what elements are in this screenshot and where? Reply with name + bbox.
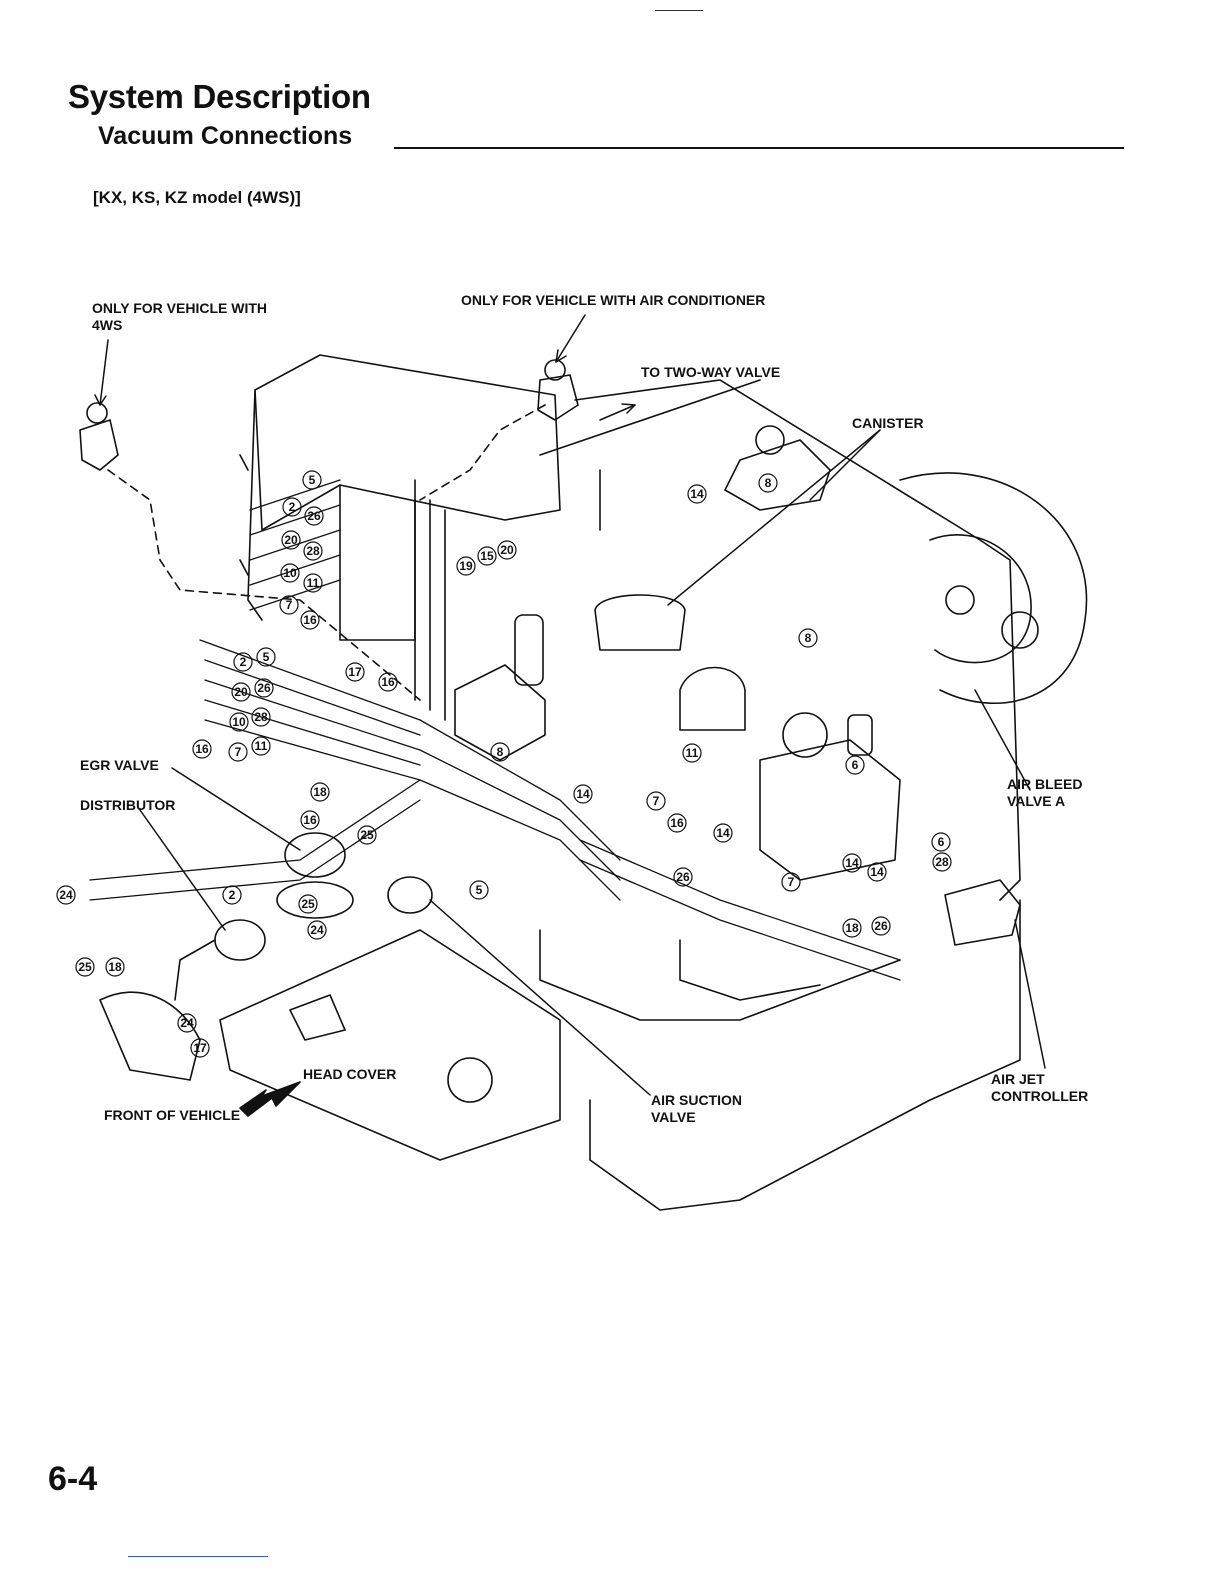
callout: 19 <box>459 559 473 573</box>
callout: 2 <box>229 888 236 902</box>
section-title: Vacuum Connections <box>98 122 353 150</box>
callout: 6 <box>852 758 859 772</box>
callout: 8 <box>765 476 772 490</box>
callout: 25 <box>360 828 374 842</box>
callout: 2 <box>289 500 296 514</box>
callout: 28 <box>254 710 268 724</box>
callout: 20 <box>500 543 514 557</box>
callout: 5 <box>309 473 316 487</box>
callout: 6 <box>938 835 945 849</box>
callout: 14 <box>870 865 884 879</box>
callout: 17 <box>348 665 362 679</box>
air-jet-controller-part <box>944 879 1021 946</box>
callout: 17 <box>193 1041 207 1055</box>
callout: 24 <box>310 923 324 937</box>
title-rule <box>394 147 1124 149</box>
callout: 10 <box>232 715 246 729</box>
callout: 7 <box>286 598 293 612</box>
label-air-jet-controller: AIR JET CONTROLLER <box>991 1071 1089 1104</box>
callout: 8 <box>497 745 504 759</box>
callout: 26 <box>257 681 271 695</box>
callout: 14 <box>690 487 704 501</box>
label-egr-valve: EGR VALVE <box>80 757 159 773</box>
callout: 28 <box>306 544 320 558</box>
callout-circles <box>56 470 952 1058</box>
distributor-part <box>174 919 266 1001</box>
label-only-4ws: ONLY FOR VEHICLE WITH 4WS <box>92 300 268 333</box>
bottom-link-rule <box>128 1556 268 1557</box>
label-canister: CANISTER <box>852 415 924 431</box>
label-head-cover: HEAD COVER <box>303 1066 397 1082</box>
callout: 16 <box>303 613 317 627</box>
callout: 5 <box>263 650 270 664</box>
label-only-ac: ONLY FOR VEHICLE WITH AIR CONDITIONER <box>461 292 766 308</box>
callout: 16 <box>195 742 209 756</box>
model-label: [KX, KS, KZ model (4WS)] <box>93 188 301 207</box>
4ws-valve <box>79 402 119 471</box>
hose-bundle <box>89 479 901 981</box>
label-air-suction-valve: AIR SUCTION VALVE <box>651 1092 742 1125</box>
callout: 26 <box>874 919 888 933</box>
dashed-ac-line <box>419 404 546 501</box>
throttle-body-assembly <box>899 472 1088 704</box>
callout: 26 <box>307 509 321 523</box>
callout: 16 <box>303 813 317 827</box>
label-air-bleed-valve-a: AIR BLEED VALVE A <box>1007 776 1083 809</box>
callout: 14 <box>576 787 590 801</box>
hose-frame <box>414 379 1021 1211</box>
callout: 24 <box>180 1016 194 1030</box>
callout: 25 <box>78 960 92 974</box>
front-of-vehicle-arrow <box>239 1081 301 1117</box>
callout: 25 <box>301 897 315 911</box>
callout: 7 <box>653 794 660 808</box>
callout: 15 <box>480 549 494 563</box>
callout: 18 <box>313 785 327 799</box>
callout: 2 <box>240 655 247 669</box>
callout: 11 <box>255 739 268 753</box>
leader-lines <box>94 314 1046 1096</box>
callout: 20 <box>284 533 298 547</box>
callout-numbers: 5 2 26 20 28 10 11 7 16 2 5 20 26 10 28 … <box>59 473 949 1055</box>
air-suction-valve-part <box>387 876 433 914</box>
label-two-way-valve: TO TWO-WAY VALVE <box>641 364 781 380</box>
ac-valve <box>537 359 579 421</box>
dashed-4ws-line <box>107 469 421 701</box>
head-cover-part <box>99 929 561 1161</box>
callout: 7 <box>235 745 242 759</box>
callout: 18 <box>108 960 122 974</box>
callout: 20 <box>234 685 248 699</box>
egr-valve-part <box>276 832 354 919</box>
callout: 14 <box>716 826 730 840</box>
callout: 18 <box>845 921 859 935</box>
page-number: 6-4 <box>48 1460 98 1498</box>
label-distributor: DISTRIBUTOR <box>80 797 176 813</box>
callout: 16 <box>381 675 395 689</box>
page-title: System Description <box>68 78 371 115</box>
callout: 24 <box>59 888 73 902</box>
label-front-of-vehicle: FRONT OF VEHICLE <box>104 1107 241 1123</box>
top-mark <box>655 10 703 11</box>
callout: 28 <box>935 855 949 869</box>
callout: 11 <box>307 576 320 590</box>
callout: 14 <box>845 856 859 870</box>
callout: 5 <box>476 883 483 897</box>
callout: 7 <box>788 875 795 889</box>
callout: 8 <box>805 631 812 645</box>
callout: 16 <box>670 816 684 830</box>
callout: 11 <box>686 746 699 760</box>
callout: 10 <box>283 566 297 580</box>
callout: 26 <box>676 870 690 884</box>
central-components <box>454 425 901 881</box>
